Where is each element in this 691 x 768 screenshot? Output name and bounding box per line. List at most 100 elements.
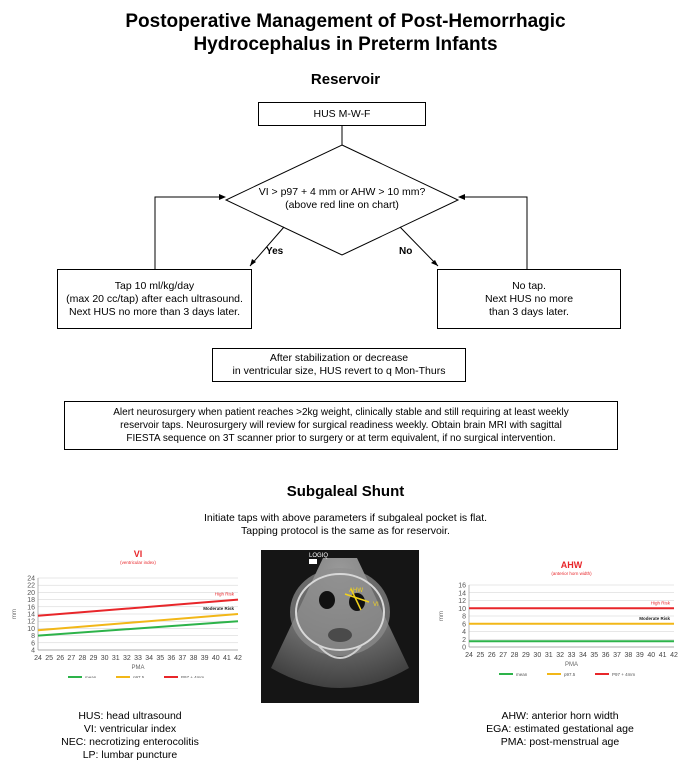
y-tick-label: 20 <box>27 590 35 597</box>
series-line-mean <box>37 620 239 637</box>
y-tick-label: 8 <box>462 614 466 621</box>
legend-right: AHW: anterior horn width EGA: estimated … <box>470 710 650 749</box>
alert-line-3: FIESTA sequence on 3T scanner prior to s… <box>126 433 556 444</box>
legend-label: mean <box>85 675 97 678</box>
x-tick-label: 33 <box>568 652 576 659</box>
legend-right-pma: PMA: post-menstrual age <box>500 736 620 748</box>
legend-left-hus: HUS: head ultrasound <box>78 710 182 722</box>
x-tick-label: 39 <box>636 652 644 659</box>
decision-line-1: VI > p97 + 4 mm or AHW > 10 mm? <box>258 186 426 198</box>
x-tick-label: 27 <box>67 655 75 662</box>
x-tick-label: 34 <box>579 652 587 659</box>
y-tick-label: 6 <box>31 640 35 647</box>
x-tick-label: 24 <box>465 652 473 659</box>
x-tick-label: 27 <box>499 652 507 659</box>
x-tick-label: 36 <box>602 652 610 659</box>
x-tick-label: 25 <box>476 652 484 659</box>
x-tick-label: 41 <box>223 655 231 662</box>
ultrasound-image: LOGIQ AHW VI <box>261 550 419 703</box>
x-tick-label: 34 <box>145 655 153 662</box>
x-tick-label: 28 <box>511 652 519 659</box>
no-tap-line-1: No tap. <box>512 279 546 292</box>
x-tick-label: 31 <box>112 655 120 662</box>
y-tick-label: 6 <box>462 621 466 628</box>
y-tick-label: 10 <box>27 626 35 633</box>
y-tick-label: 24 <box>27 576 35 583</box>
y-tick-label: 12 <box>458 598 466 605</box>
x-tick-label: 24 <box>34 655 42 662</box>
ultrasound-scan: LOGIQ AHW VI <box>261 550 419 703</box>
flowchart-connectors <box>154 125 528 270</box>
chart-title: AHW <box>561 560 583 570</box>
x-tick-label: 37 <box>613 652 621 659</box>
series-line-p97-4mm <box>37 598 239 617</box>
y-tick-label: 14 <box>27 612 35 619</box>
chart-subtitle: (anterior horn width) <box>551 571 592 576</box>
legend-left-vi: VI: ventricular index <box>83 723 177 735</box>
y-tick-label: 0 <box>462 645 466 652</box>
x-tick-label: 33 <box>134 655 142 662</box>
stabilization-box: After stabilization or decrease in ventr… <box>212 348 466 382</box>
no-label: No <box>399 246 413 257</box>
alert-line-2: reservoir taps. Neurosurgery will review… <box>120 420 562 431</box>
legend-left-nec: NEC: necrotizing enterocolitis <box>61 736 199 748</box>
alert-box: Alert neurosurgery when patient reaches … <box>64 401 618 450</box>
y-tick-label: 14 <box>458 590 466 597</box>
subgaleal-line-1: Initiate taps with above parameters if s… <box>203 512 488 524</box>
legend-left: HUS: head ultrasound VI: ventricular ind… <box>50 710 210 762</box>
y-tick-label: 4 <box>31 648 35 655</box>
vi-chart: VI(ventricular index)4681012141618202224… <box>12 549 242 678</box>
page-title: Postoperative Management of Post-Hemorrh… <box>0 10 691 56</box>
y-axis-label: mm <box>439 611 445 621</box>
x-tick-label: 31 <box>545 652 553 659</box>
x-tick-label: 32 <box>556 652 564 659</box>
annotation-high-risk: High Risk <box>651 600 671 605</box>
x-tick-label: 29 <box>522 652 530 659</box>
x-tick-label: 30 <box>101 655 109 662</box>
x-tick-label: 39 <box>201 655 209 662</box>
reservoir-heading: Reservoir <box>310 71 381 88</box>
x-tick-label: 42 <box>670 652 678 659</box>
x-axis-label: PMA <box>565 662 578 668</box>
legend-right-ega: EGA: estimated gestational age <box>486 723 634 735</box>
ultrasound-vi-label: VI <box>373 602 379 608</box>
x-tick-label: 35 <box>590 652 598 659</box>
x-tick-label: 40 <box>647 652 655 659</box>
annotation-moderate-risk: Moderate Risk <box>639 616 670 621</box>
tap-line-3: Next HUS no more than 3 days later. <box>69 305 240 318</box>
annotation-high-risk: High Risk <box>215 592 235 597</box>
chart-title: VI <box>134 549 143 559</box>
x-tick-label: 36 <box>167 655 175 662</box>
no-tap-line-2: Next HUS no more <box>484 292 574 305</box>
subgaleal-text: Initiate taps with above parameters if s… <box>0 512 691 538</box>
legend-right-ahw: AHW: anterior horn width <box>501 710 619 722</box>
y-tick-label: 16 <box>27 604 35 611</box>
y-tick-label: 4 <box>462 629 466 636</box>
y-tick-label: 8 <box>31 633 35 640</box>
y-axis-label: mm <box>12 609 18 619</box>
legend-label: P97 + 4mm <box>612 672 635 677</box>
subgaleal-line-2: Tapping protocol is the same as for rese… <box>241 525 450 537</box>
legend-label: p97.5 <box>564 672 576 677</box>
hus-mwf-box: HUS M-W-F <box>258 102 426 126</box>
decision-text: VI > p97 + 4 mm or AHW > 10 mm? (above r… <box>240 186 444 212</box>
x-tick-label: 40 <box>212 655 220 662</box>
annotation-moderate-risk: Moderate Risk <box>203 606 234 611</box>
x-tick-label: 28 <box>79 655 87 662</box>
x-tick-label: 42 <box>234 655 242 662</box>
x-tick-label: 32 <box>123 655 131 662</box>
x-tick-label: 26 <box>56 655 64 662</box>
tap-line-2: (max 20 cc/tap) after each ultrasound. <box>66 292 243 305</box>
y-tick-label: 10 <box>458 606 466 613</box>
no-tap-line-3: than 3 days later. <box>489 305 569 318</box>
decision-line-2: (above red line on chart) <box>285 199 399 211</box>
alert-line-1: Alert neurosurgery when patient reaches … <box>113 407 569 418</box>
legend-label: mean <box>516 672 528 677</box>
no-tap-box: No tap. Next HUS no more than 3 days lat… <box>437 269 621 329</box>
legend-left-lp: LP: lumbar puncture <box>82 749 178 761</box>
stabilization-line-2: in ventricular size, HUS revert to q Mon… <box>232 365 446 377</box>
x-tick-label: 29 <box>90 655 98 662</box>
x-tick-label: 37 <box>179 655 187 662</box>
stabilization-line-1: After stabilization or decrease <box>269 352 409 364</box>
